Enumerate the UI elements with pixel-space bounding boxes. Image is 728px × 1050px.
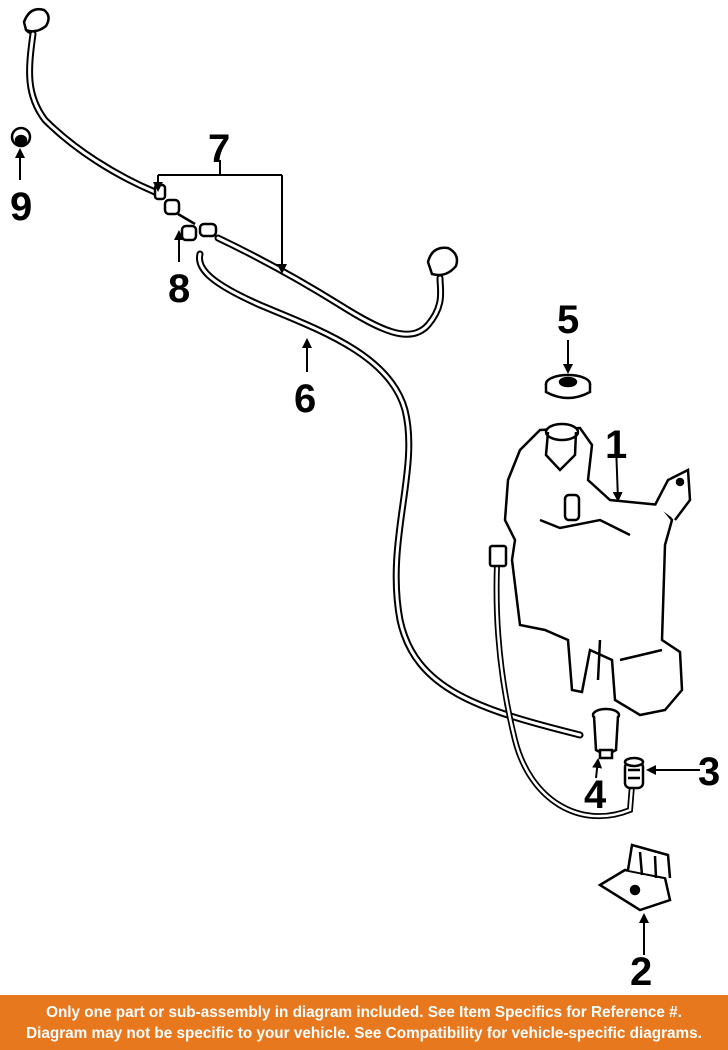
leader-lines	[15, 148, 700, 955]
callout-4: 4	[584, 773, 607, 817]
grommet-part-9	[10, 126, 32, 148]
callout-3: 3	[698, 750, 720, 794]
disclaimer-banner: Only one part or sub-assembly in diagram…	[0, 995, 728, 1050]
reservoir-cap-part-5	[544, 373, 592, 400]
callout-8: 8	[168, 267, 190, 311]
callout-6: 6	[294, 377, 316, 421]
callout-7: 7	[208, 127, 230, 171]
right-nozzle-hose	[214, 234, 445, 338]
callout-1: 1	[605, 423, 627, 467]
callout-5: 5	[557, 298, 579, 342]
disclaimer-line-2: Diagram may not be specific to your vehi…	[26, 1025, 702, 1042]
washer-pump-part-3	[623, 756, 645, 790]
callout-9: 9	[10, 185, 32, 229]
wire-connector	[488, 544, 508, 568]
left-nozzle-hose	[26, 30, 159, 196]
right-washer-nozzle	[426, 246, 459, 277]
callout-2: 2	[630, 950, 652, 994]
washer-system-diagram: 7 9 8 6 5 1 3 4 2	[10, 8, 720, 994]
pump-grommet-part-4	[591, 707, 621, 760]
disclaimer-line-1: Only one part or sub-assembly in diagram…	[46, 1004, 682, 1021]
left-washer-nozzle	[22, 8, 50, 35]
washer-reservoir-part-1	[503, 422, 692, 717]
bracket-part-2	[597, 843, 672, 912]
hose-connector-part-8	[153, 183, 218, 242]
